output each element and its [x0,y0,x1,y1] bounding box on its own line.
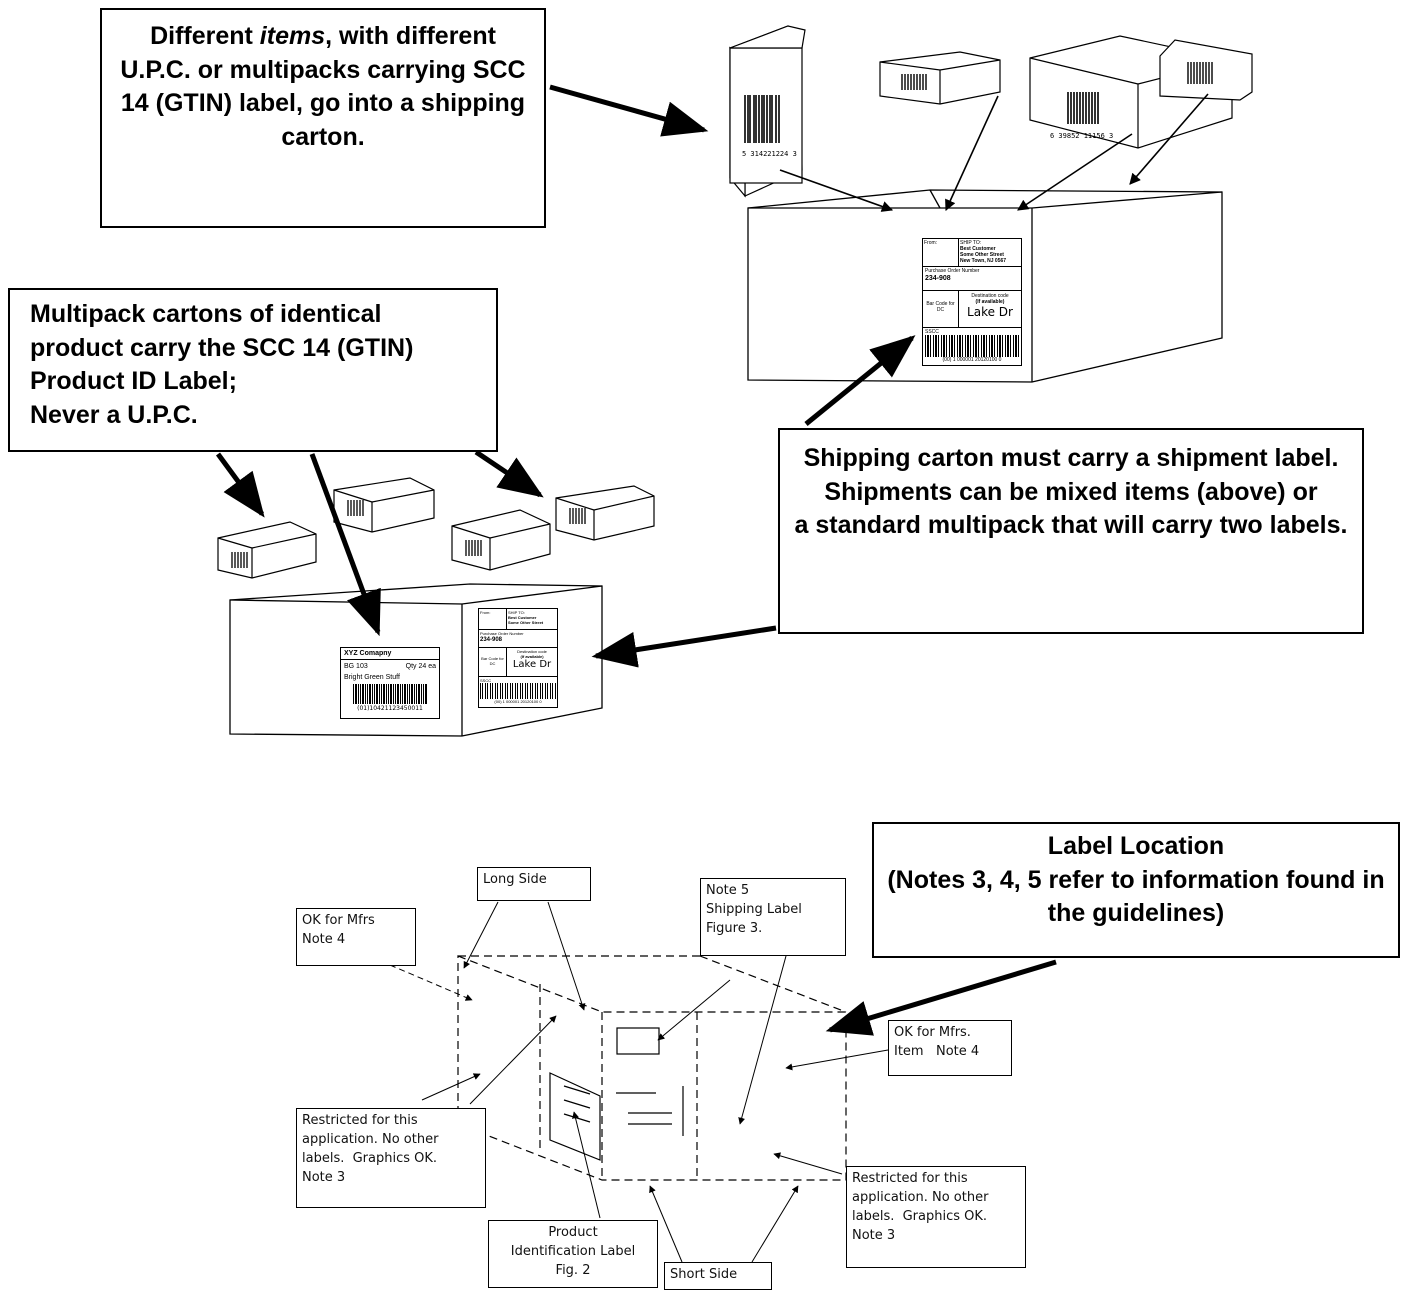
sscc-barcode-2 [480,683,556,699]
if-available: (If available) [975,299,1005,305]
po-number: 234-908 [925,275,951,282]
ship-to-label-2: SHIP TO: [508,610,525,615]
from-label: From: [924,240,938,246]
callout-arrows [549,84,1057,1036]
po-field: Purchase Order Number 234-908 [923,267,1021,291]
location-carton-marks [549,1027,684,1161]
product-code: BG 103 [344,663,368,670]
product-company: XYZ Comapny [341,648,439,660]
callout-label-location: Label Location(Notes 3, 4, 5 refer to in… [872,822,1400,958]
note-long-side: Long Side [477,867,591,901]
note-restricted-left: Restricted for this application. No othe… [296,1108,486,1208]
dc-label: DC [936,307,945,313]
po-number-2: 234-908 [480,637,503,643]
callout-multipack-cartons: Multipack cartons of identical product c… [8,288,498,452]
shipment-label-multipack: From: SHIP TO: Best Customer Some Other … [478,608,558,708]
bar-code-for-label: Bar Code for [926,301,955,307]
item-box-tall-face [729,25,806,184]
sscc-barcode [925,335,1019,357]
item-arrows [779,93,1209,212]
product-description: Bright Green Stuff [344,674,400,681]
customer-street: Some Other Street [960,252,1004,258]
multipack-box-1 [217,521,317,579]
note-short-side: Short Side [664,1262,772,1290]
gtin-number: (01)10421123450011 [357,705,423,712]
multipack-box-4 [555,485,655,541]
from-field: From: [923,239,959,266]
location-arrows [389,901,889,1263]
dc-label-2: DC [489,661,496,666]
svg-text:6 39852 11156 3: 6 39852 11156 3 [1050,132,1113,140]
barcode-item-2 [901,74,927,90]
sscc-field: SSCC (00) 1 000001 20120100 0 [923,328,1021,364]
sscc-number-2: (00) 1 000001 20120100 0 [494,699,542,704]
callout-different-items: Different items, with different U.P.C. o… [100,8,546,228]
dest-caption: Destination code [971,293,1009,299]
ship-to-label: SHIP TO: [960,240,982,246]
sscc-number: (00) 1 000001 20120100 0 [942,357,1002,363]
customer-name-2: Best Customer [508,615,537,620]
destination-code-2: Lake Dr [512,659,552,670]
product-qty: Qty 24 ea [405,663,436,670]
item-box-small [879,51,1001,105]
svg-text:5 314221224 3: 5 314221224 3 [742,150,797,158]
shipment-label-top: From: SHIP TO: Best Customer Some Other … [922,238,1022,366]
note-restricted-right: Restricted for this application. No othe… [846,1166,1026,1268]
po-caption: Purchase Order Number [925,268,980,274]
po-caption-2: Purchase Order Number [480,631,524,636]
barcode-item-1: 5 314221224 3 [742,95,797,158]
customer-city: New Town, NJ 0567 [960,258,1007,264]
bar-code-for-label-2: Bar Code for [481,656,504,661]
barcode-item-3: 6 39852 11156 3 [1050,92,1113,140]
note-ok-for-mfrs-item: OK for Mfrs.Item Note 4 [888,1020,1012,1076]
sscc-caption-2: SSCC [480,678,492,683]
customer-name: Best Customer [960,246,996,252]
callout-shipping-carton: Shipping carton must carry a shipment la… [778,428,1364,634]
barcode-item-4 [1187,62,1213,84]
from-label-2: From: [480,610,491,615]
gtin-barcode [353,684,427,704]
ship-to-field: SHIP TO: Best Customer Some Other Street… [959,239,1021,266]
multipack-box-2 [333,477,435,533]
if-available-2: (If available) [520,654,544,659]
product-id-label: XYZ Comapny BG 103 Qty 24 ea Bright Gree… [340,647,440,719]
customer-street-2: Some Other Street [508,620,544,625]
multipack-box-3 [451,509,551,571]
multipack-arrows [215,449,544,637]
dest-caption-2: Destination code [517,649,547,654]
destination-row: Bar Code for DC Destination code (If ava… [923,291,1021,328]
destination-code: Lake Dr [967,305,1013,319]
sscc-caption: SSCC [925,329,939,335]
